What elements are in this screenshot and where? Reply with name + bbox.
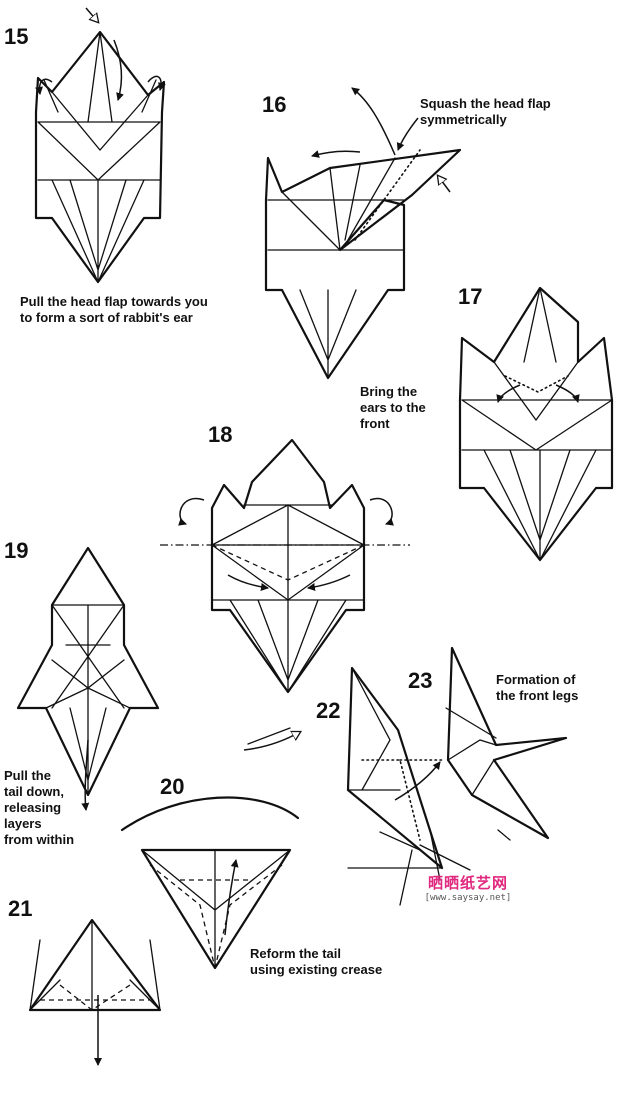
step-23-figure bbox=[399, 646, 568, 906]
step-20-caption: Reform the tail using existing crease bbox=[250, 946, 383, 977]
step-17-figure bbox=[458, 286, 614, 562]
step-number-23: 23 bbox=[408, 668, 433, 693]
step-19-caption: Pull the tail down, releasing layers fro… bbox=[4, 768, 75, 847]
step-number-15: 15 bbox=[4, 24, 29, 49]
step-21-figure bbox=[28, 918, 162, 1066]
step-20-figure bbox=[120, 796, 300, 970]
step-16-caption: Squash the head flap symmetrically bbox=[420, 96, 551, 127]
site-watermark: 晒晒纸艺网 [www.saysay.net] bbox=[414, 872, 522, 903]
step-number-17: 17 bbox=[458, 284, 483, 309]
step-number-16: 16 bbox=[262, 92, 287, 117]
step-15-figure bbox=[34, 7, 166, 284]
step-number-22: 22 bbox=[316, 698, 341, 723]
step-number-18: 18 bbox=[208, 422, 233, 447]
step-number-21: 21 bbox=[8, 896, 33, 921]
step-18-figure bbox=[160, 438, 410, 694]
watermark-title: 晒晒纸艺网 bbox=[427, 875, 508, 892]
watermark-url: [www.saysay.net] bbox=[424, 893, 512, 903]
step-22-figure bbox=[243, 666, 444, 870]
step-number-19: 19 bbox=[4, 538, 29, 563]
step-number-20: 20 bbox=[160, 774, 185, 799]
step-23-caption: Formation of the front legs bbox=[496, 672, 579, 703]
step-19-figure bbox=[16, 546, 160, 811]
step-17-caption: Bring the ears to the front bbox=[360, 384, 426, 431]
step-15-caption: Pull the head flap towards you to form a… bbox=[20, 294, 208, 325]
step-16-figure bbox=[264, 87, 462, 380]
